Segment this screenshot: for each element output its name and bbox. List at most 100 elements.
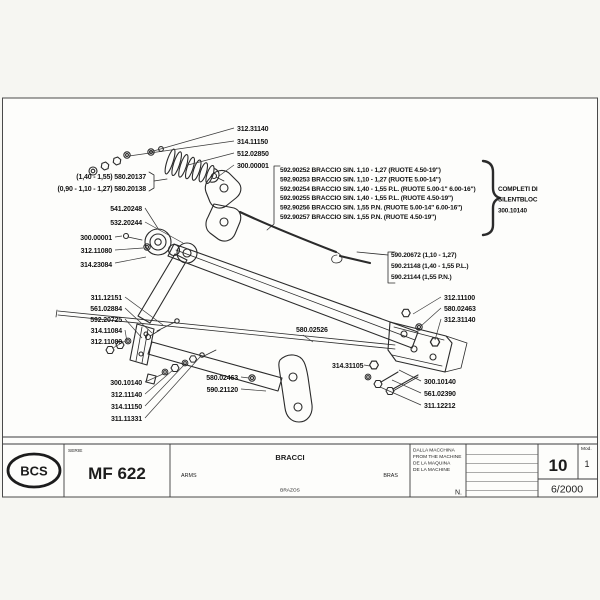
part-number-label: 312.11100 <box>444 295 475 302</box>
range-bracket <box>148 171 168 192</box>
part-number-label: 314.31105 <box>332 363 364 370</box>
bcs-logo-text: BCS <box>20 464 48 479</box>
leader-line <box>144 364 185 407</box>
hook-rod <box>238 210 372 265</box>
leader-line <box>144 369 174 395</box>
part-number-label: 580.02463 <box>206 375 238 382</box>
page-number: 10 <box>549 456 568 475</box>
brace-note-line: 300.10140 <box>498 207 527 214</box>
title-italian: BRACCI <box>275 453 304 462</box>
part-number-label: 561.02390 <box>424 391 456 398</box>
fastener-chain-top <box>88 146 164 176</box>
brace-note-line: COMPLETI DI <box>498 186 538 193</box>
machine-note: DALLA MACCHINA FROM THE MACHINE DE LA MA… <box>413 448 461 474</box>
title-block-grid <box>2 436 598 497</box>
part-number-label: 590.21120 <box>207 387 239 394</box>
leader-line <box>218 164 235 177</box>
leader-line <box>124 296 164 326</box>
variant-line: 592.90252 BRACCIO SIN. 1,10 - 1,27 (RUOT… <box>280 167 441 174</box>
callout-layer: 312.31140 314.11150 512.02850 300.00001 (1,4… <box>57 126 538 423</box>
part-number-label: 300.10140 <box>110 380 142 387</box>
part-number-label: 541.20248 <box>110 206 142 213</box>
leader-line <box>420 307 442 327</box>
leader-line <box>398 369 422 382</box>
serie-label: SERIE <box>68 448 82 454</box>
part-number-label: 300.10140 <box>424 379 456 386</box>
tie-rod <box>55 309 396 350</box>
brace-note-line: SILENTBLOC <box>498 197 538 204</box>
bcs-logo: BCS <box>6 452 62 489</box>
model-number: MF 622 <box>88 464 146 483</box>
arm-variant-line: 590.21148 (1,40 - 1,55 P.L.) <box>391 263 468 270</box>
part-number-label: 312.31140 <box>237 126 269 133</box>
leader-line <box>124 318 143 339</box>
leader-line <box>391 379 422 394</box>
variant-line: 592.90257 BRACCIO SIN. 1,55 P.N. (RUOTE … <box>280 214 436 221</box>
leader-line <box>124 307 153 334</box>
leader-line <box>114 247 144 251</box>
part-number-label: 300.00001 <box>237 163 269 170</box>
part-number-label: 312.31140 <box>444 317 476 324</box>
leader-line <box>434 318 442 341</box>
lower-left-arm <box>137 253 188 324</box>
part-number-label: 561.02884 <box>90 306 122 313</box>
brace <box>481 159 502 237</box>
leader-line <box>149 127 235 153</box>
title-block: BCS SERIE MF 622 BRACCI ARMS BRAS BRAZOS… <box>2 436 598 497</box>
leader-line <box>128 140 235 157</box>
leader-line <box>114 256 147 264</box>
arm-variant-line: 590.21144 (1,55 P.N.) <box>391 274 452 281</box>
n-label: N. <box>455 490 462 497</box>
small-bolt <box>122 232 151 251</box>
leader-line <box>363 364 371 367</box>
exploded-drawing <box>55 146 502 423</box>
part-number-label: 300.00001 <box>80 235 112 242</box>
variant-block-bracket <box>266 165 281 231</box>
variant-line: 592.90253 BRACCIO SIN. 1,10 - 1,27 (RUOT… <box>280 176 441 183</box>
part-number-label: 580.02463 <box>444 306 476 313</box>
part-number-label: 314.11084 <box>91 328 123 335</box>
foot-arm <box>147 341 313 423</box>
part-number-label: 314.11150 <box>111 404 142 411</box>
leader-line <box>144 356 201 419</box>
title-french: BRAS <box>383 473 398 479</box>
part-number-label: 592.20725 <box>90 317 122 324</box>
arm-variant-line: 590.20672 (1,10 - 1,27) <box>391 252 456 259</box>
entry-rows <box>466 454 538 491</box>
part-number-label: 311.12212 <box>424 403 456 410</box>
part-number-label: 311.12151 <box>91 295 123 302</box>
leader-line <box>114 235 123 238</box>
title-spanish: BRAZOS <box>280 488 300 494</box>
part-number-label: 312.11080 <box>81 248 113 255</box>
mod-label: Mod. <box>581 446 592 452</box>
part-number-label: 312.11080 <box>91 339 123 346</box>
left-bracket-assembly <box>105 318 180 366</box>
leader-line <box>240 376 250 379</box>
right-bracket-plate <box>387 308 468 373</box>
machine-note-line: DALLA MACCHINA <box>413 448 456 454</box>
leader-line <box>112 340 126 349</box>
fastener-chain-bottom-left <box>145 349 217 385</box>
variant-line: 592.90254 BRACCIO SIN. 1,40 - 1,55 P.L. … <box>280 186 476 193</box>
leader-line <box>144 207 160 231</box>
part-number-label: (0,90 - 1,10 - 1,27) 580.20138 <box>57 186 146 193</box>
variant-line: 592.90255 BRACCIO SIN. 1,40 - 1,55 P.L. … <box>280 195 453 202</box>
title-english: ARMS <box>181 473 197 479</box>
leader-line <box>144 221 184 244</box>
part-number-label: 532.20244 <box>110 220 142 227</box>
part-number-label: 314.11150 <box>237 139 268 146</box>
leader-line <box>144 373 164 383</box>
part-number-label: (1,40 - 1,55) 580.20137 <box>76 174 146 181</box>
leader-line <box>240 388 267 392</box>
leader-line <box>379 386 422 406</box>
leader-line <box>187 152 235 166</box>
date-code: 6/2000 <box>551 484 583 496</box>
machine-note-line: DE LA MAQUINA <box>413 461 451 467</box>
part-number-label: 580.02526 <box>296 327 328 334</box>
machine-note-line: FROM THE MACHINE <box>413 454 461 460</box>
part-number-label: 512.02850 <box>237 151 269 158</box>
arm-block-bracket <box>356 251 396 284</box>
part-number-label: 312.11140 <box>111 392 142 399</box>
